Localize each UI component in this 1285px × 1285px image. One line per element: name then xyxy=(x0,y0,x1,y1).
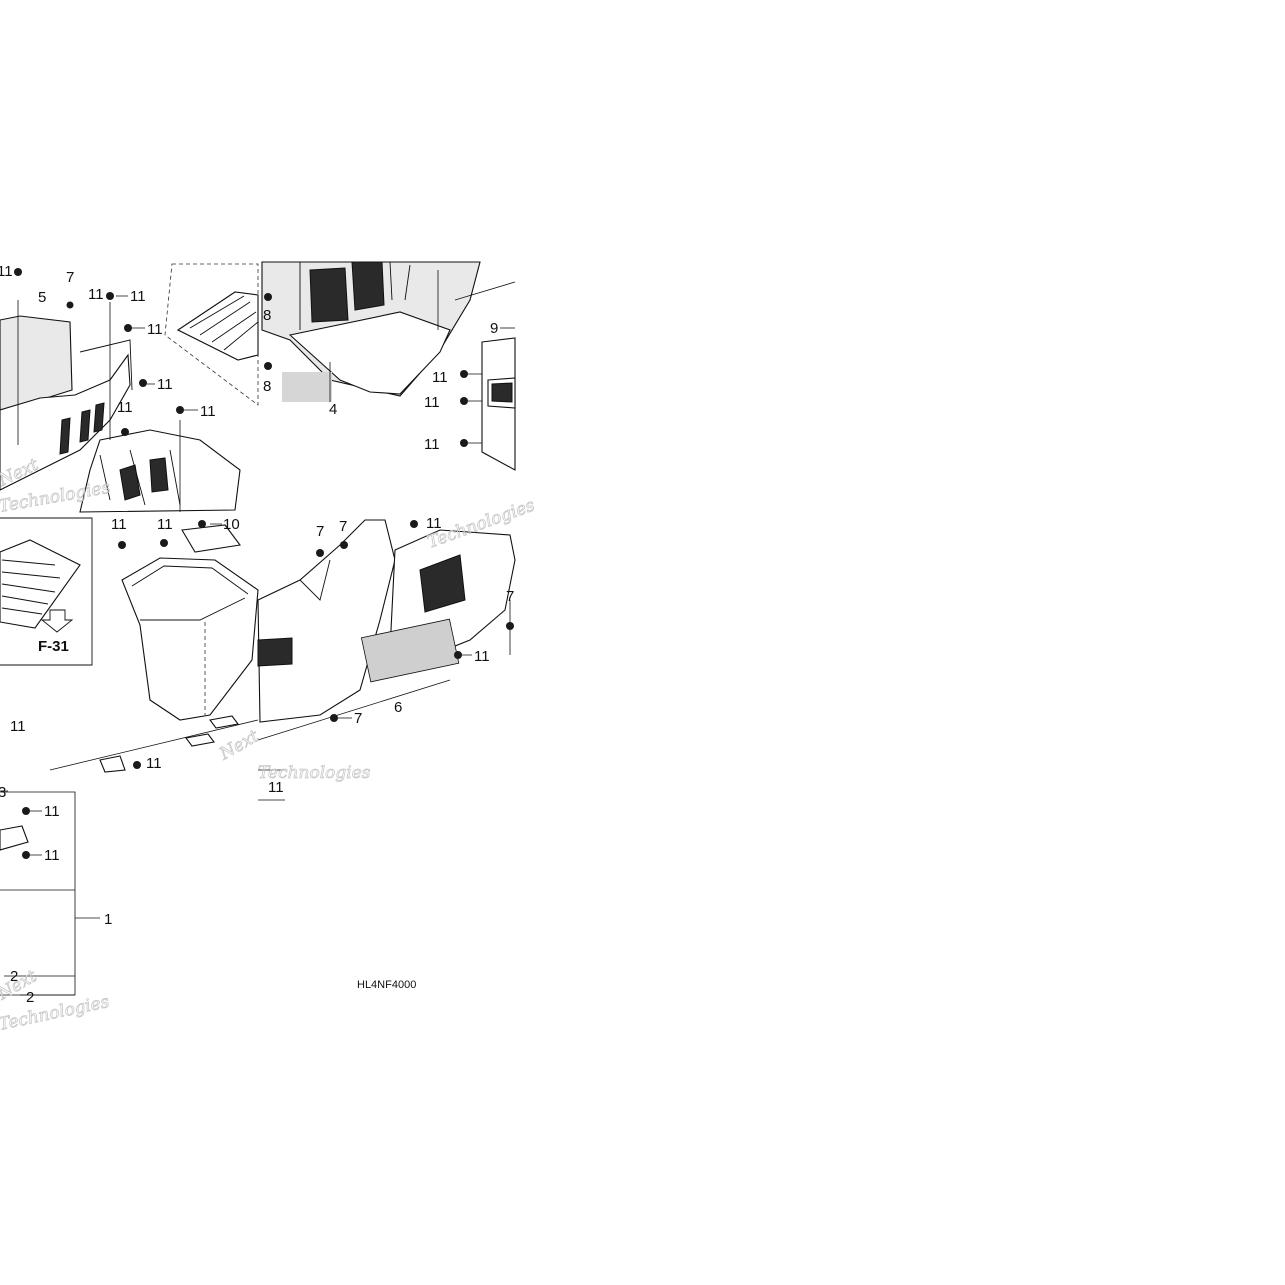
callout-2: 2 xyxy=(26,989,34,1006)
clip-icon xyxy=(460,439,468,447)
callout-7: 7 xyxy=(316,523,324,540)
callout-7: 7 xyxy=(66,269,74,286)
lower-left-frame xyxy=(0,769,285,996)
callout-11: 11 xyxy=(268,779,284,796)
clip-icon xyxy=(316,549,324,557)
callout-7: 7 xyxy=(354,710,362,727)
clip-icon xyxy=(124,324,132,332)
callout-11: 11 xyxy=(474,648,490,665)
clip-icon xyxy=(198,520,206,528)
clip-icon xyxy=(139,379,147,387)
callout-11: 11 xyxy=(424,436,440,453)
section-reference-label: F-31 xyxy=(38,638,69,655)
callout-9: 9 xyxy=(490,320,498,337)
callout-labels: 1 2 2 3 4 5 6 7 7 7 7 7 8 8 9 10 11 11 1… xyxy=(0,263,514,1006)
callout-3: 3 xyxy=(0,784,6,801)
watermark-text: Next xyxy=(0,966,40,1005)
clip-icon xyxy=(264,362,272,370)
watermark-text: Technologies xyxy=(0,992,111,1035)
callout-11: 11 xyxy=(157,376,173,393)
floor-inset-dashed xyxy=(164,263,259,406)
storage-bin-illustration xyxy=(49,524,259,773)
side-panel-right-illustration xyxy=(481,337,516,471)
callout-7: 7 xyxy=(339,518,347,535)
callout-5: 5 xyxy=(38,289,46,306)
callout-11: 11 xyxy=(44,847,60,864)
clip-icon xyxy=(506,622,514,630)
under-floor-panel-illustration xyxy=(261,261,516,402)
clip-icon xyxy=(118,541,126,549)
callout-4: 4 xyxy=(329,401,337,418)
callout-11: 11 xyxy=(117,399,133,416)
watermark-text: Technologies xyxy=(258,763,371,783)
callout-8: 8 xyxy=(263,307,271,324)
watermark-text: Next xyxy=(216,726,263,765)
callout-11: 11 xyxy=(432,369,448,386)
watermark: Next Technologies Next Technologies Tech… xyxy=(0,454,538,1035)
footwell-panel-illustration xyxy=(257,519,516,741)
callout-6: 6 xyxy=(394,699,402,716)
clip-icon xyxy=(133,761,141,769)
clip-icon xyxy=(14,268,22,276)
callout-8: 8 xyxy=(263,378,271,395)
f31-reference-inset xyxy=(0,517,93,666)
diagram-code: HL4NF4000 xyxy=(357,979,416,991)
callout-7: 7 xyxy=(506,588,514,605)
callout-11: 11 xyxy=(146,755,162,772)
leader-lines xyxy=(0,295,515,996)
clip-icon xyxy=(66,301,74,309)
callout-11: 11 xyxy=(0,263,13,280)
callout-11: 11 xyxy=(88,286,104,303)
callout-11: 11 xyxy=(10,718,26,735)
clip-icon xyxy=(22,851,30,859)
clip-icon xyxy=(454,651,462,659)
clip-icon xyxy=(460,370,468,378)
front-inner-cover-illustration xyxy=(0,300,241,513)
clip-icon xyxy=(176,406,184,414)
callout-11: 11 xyxy=(424,394,440,411)
callout-11: 11 xyxy=(157,516,173,533)
callout-11: 11 xyxy=(44,803,60,820)
callout-11: 11 xyxy=(130,288,146,305)
callout-2: 2 xyxy=(10,968,18,985)
callout-11: 11 xyxy=(426,515,442,532)
clip-icon xyxy=(330,714,338,722)
callout-10: 10 xyxy=(223,516,240,533)
bolt-icons xyxy=(14,268,514,859)
clip-icon xyxy=(160,539,168,547)
clip-icon xyxy=(410,520,418,528)
clip-icon xyxy=(264,293,272,301)
callout-11: 11 xyxy=(111,516,127,533)
clip-icon xyxy=(22,807,30,815)
clip-icon xyxy=(460,397,468,405)
clip-icon xyxy=(340,541,348,549)
callout-1: 1 xyxy=(104,911,112,928)
callout-11: 11 xyxy=(147,321,163,338)
clip-icon xyxy=(106,292,114,300)
callout-11: 11 xyxy=(200,403,216,420)
clip-icon xyxy=(121,428,129,436)
